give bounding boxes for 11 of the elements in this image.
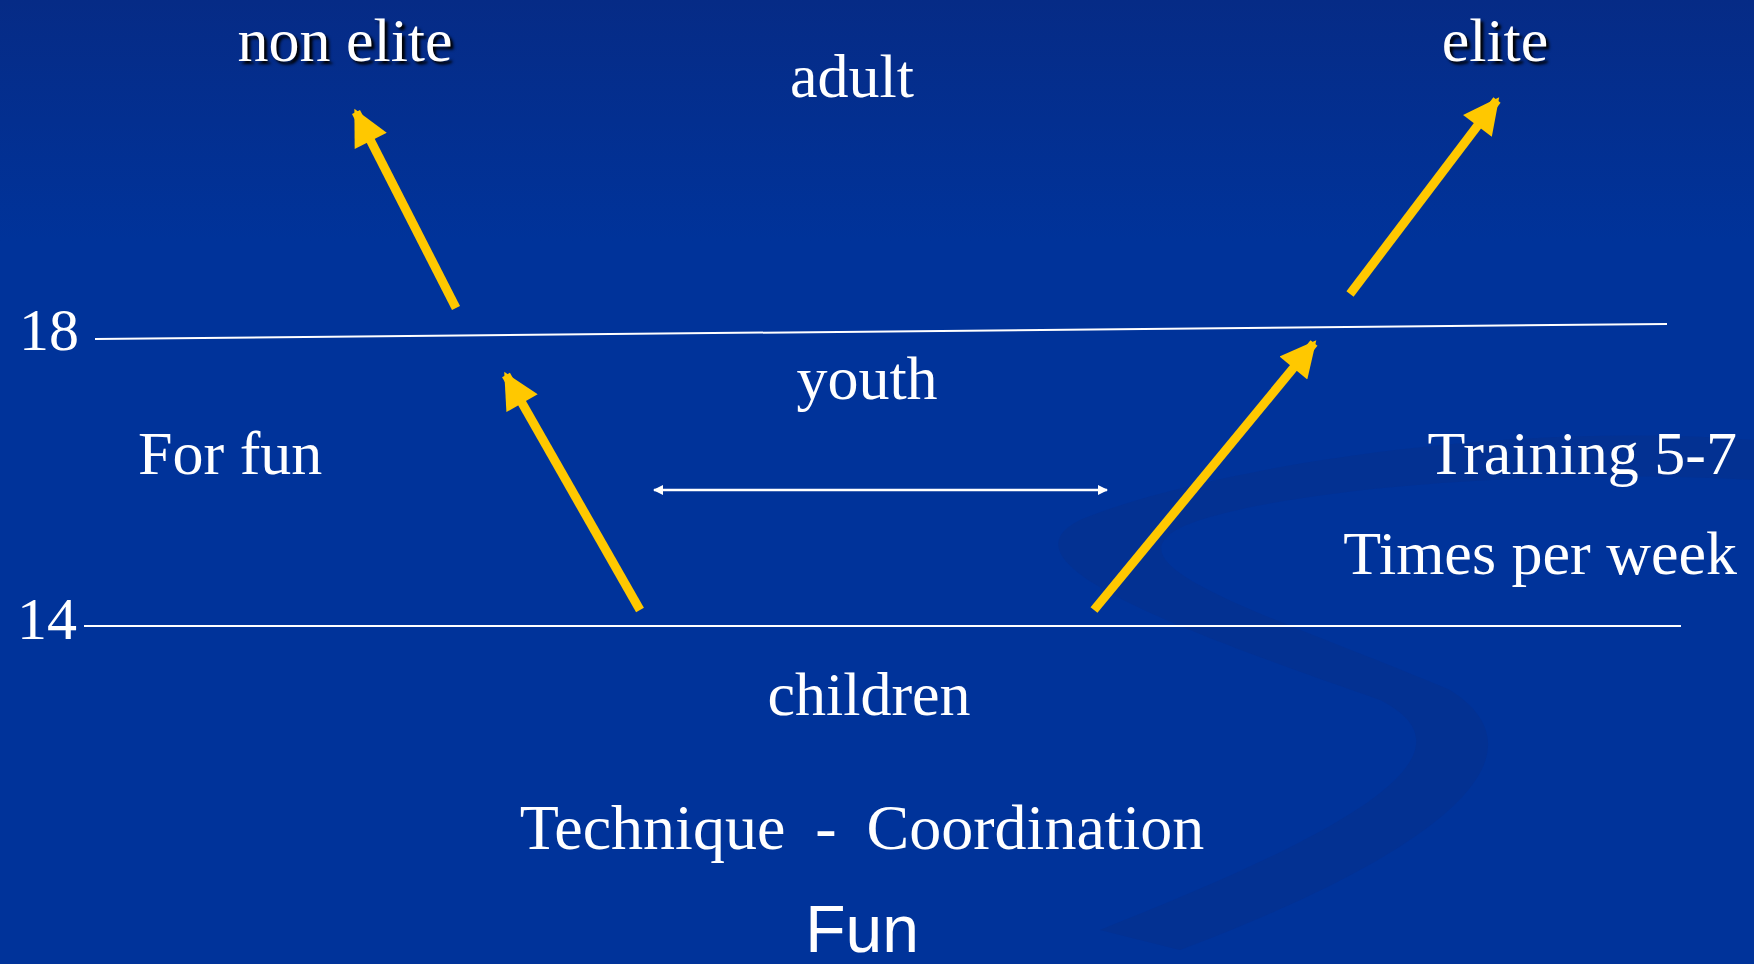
text-label: 14 xyxy=(17,589,77,649)
text-label: children xyxy=(767,663,971,725)
arrow xyxy=(1346,97,1501,297)
text-label: adult xyxy=(790,45,914,107)
node-text: non elite xyxy=(237,5,453,76)
node-text: Training 5-7 Times per week xyxy=(1342,418,1737,589)
node-text: For fun xyxy=(138,418,323,489)
node-text: elite xyxy=(1441,5,1549,76)
text-label: 18 xyxy=(19,300,79,360)
text-label: Fun xyxy=(805,896,919,962)
arrow xyxy=(352,108,460,311)
